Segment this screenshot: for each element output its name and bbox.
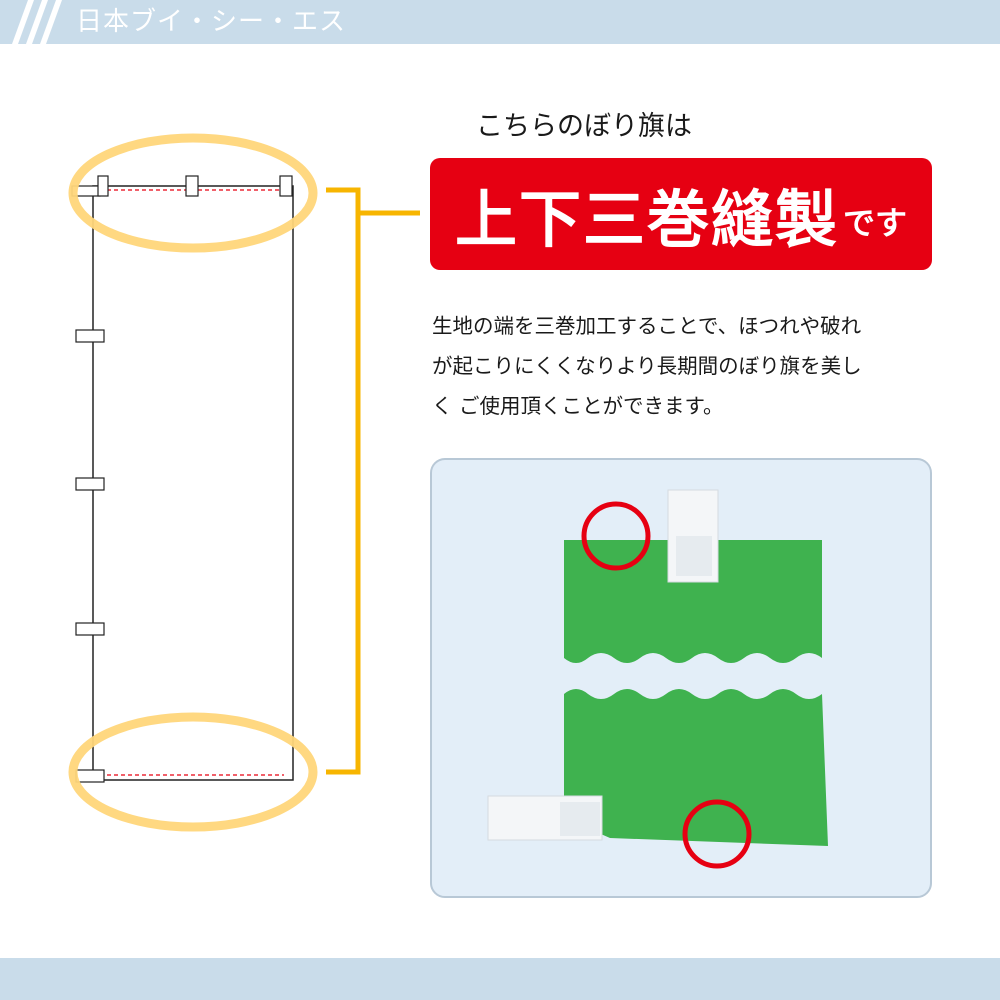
connector-bracket [326, 187, 361, 775]
pole-tab [75, 622, 105, 636]
description-line: が起こりにくくなりより長期間のぼり旗を美し [432, 354, 862, 378]
lower-fabric [564, 689, 828, 846]
bottom-highlight-ring [68, 712, 318, 832]
description: 生地の端を三巻加工することで、ほつれや破れ が起こりにくくなりより長期間のぼり旗… [432, 306, 952, 426]
pole-tab [75, 329, 105, 343]
sewing-photo-panel [430, 458, 932, 898]
brand-name: 日本ブイ・シー・エス [76, 7, 347, 37]
headline-banner: 上下三巻縫製 です [430, 158, 932, 270]
upper-tab-stitch [676, 536, 712, 576]
stripe-icon [12, 0, 62, 44]
footer-bar [0, 958, 1000, 1000]
headline: 上下三巻縫製 です [430, 158, 932, 270]
headline-main: 上下三巻縫製 [454, 183, 839, 256]
pole-tab [75, 477, 105, 491]
description-line: く ご使用頂くことができます。 [432, 394, 724, 418]
headline-suffix: です [843, 204, 908, 242]
pole-tab [185, 175, 199, 197]
upper-fabric [564, 540, 822, 663]
pole-tab [75, 769, 105, 783]
intro-text: こちらのぼり旗は [476, 111, 692, 142]
flag-outline [92, 185, 294, 781]
bottom-seam-marker [682, 799, 752, 869]
flag-diagram [68, 133, 420, 832]
top-highlight-ring [68, 133, 318, 253]
top-seam-marker [581, 501, 651, 571]
header-bar: 日本ブイ・シー・エス [0, 0, 1000, 44]
pole-tab [279, 175, 293, 197]
description-line: 生地の端を三巻加工することで、ほつれや破れ [432, 314, 862, 338]
pole-tab [97, 175, 109, 197]
lower-tab-stitch [560, 802, 600, 836]
